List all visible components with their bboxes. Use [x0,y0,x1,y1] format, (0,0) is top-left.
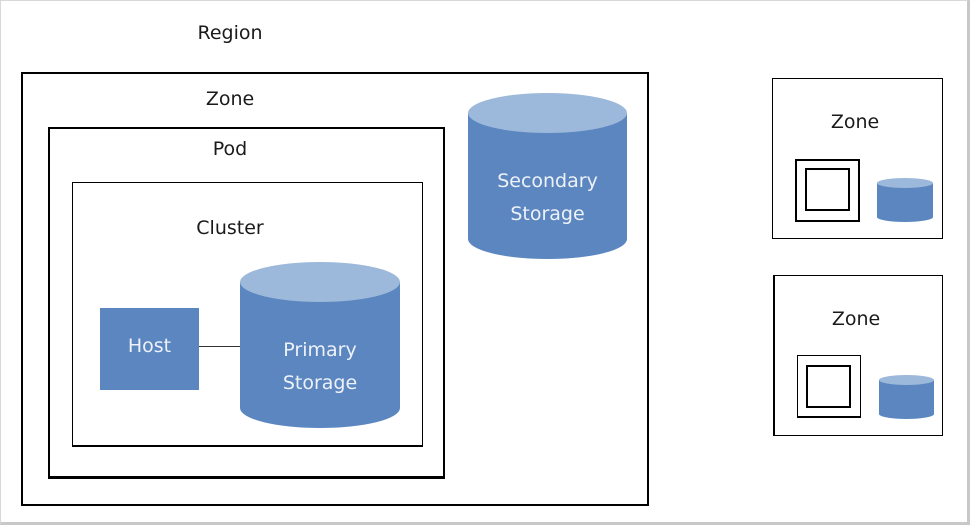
secondary-storage-line1: Secondary [497,170,598,192]
main-zone-label: Zone [205,88,255,110]
primary-storage-line1: Primary [283,339,357,361]
secondary-storage-label: Secondary Storage [468,165,627,231]
cluster-label: Cluster [196,217,264,239]
region-label: Region [197,22,263,44]
host-box: Host [100,308,199,390]
primary-storage-icon [240,262,400,428]
zone-2-storage-icon [877,178,933,222]
zone-3-storage-icon [879,375,934,419]
zone-2-label: Zone [830,111,880,133]
zone-2-cluster-icon [805,168,850,211]
secondary-storage-line2: Storage [510,203,585,225]
host-label: Host [127,335,172,357]
host-storage-connector [199,346,241,347]
pod-label: Pod [212,138,248,160]
secondary-storage-icon [468,93,627,259]
zone-3-cluster-icon [806,365,851,408]
primary-storage-line2: Storage [282,372,358,394]
zone-3-label: Zone [831,308,881,330]
primary-storage-label: Primary Storage [240,334,400,400]
